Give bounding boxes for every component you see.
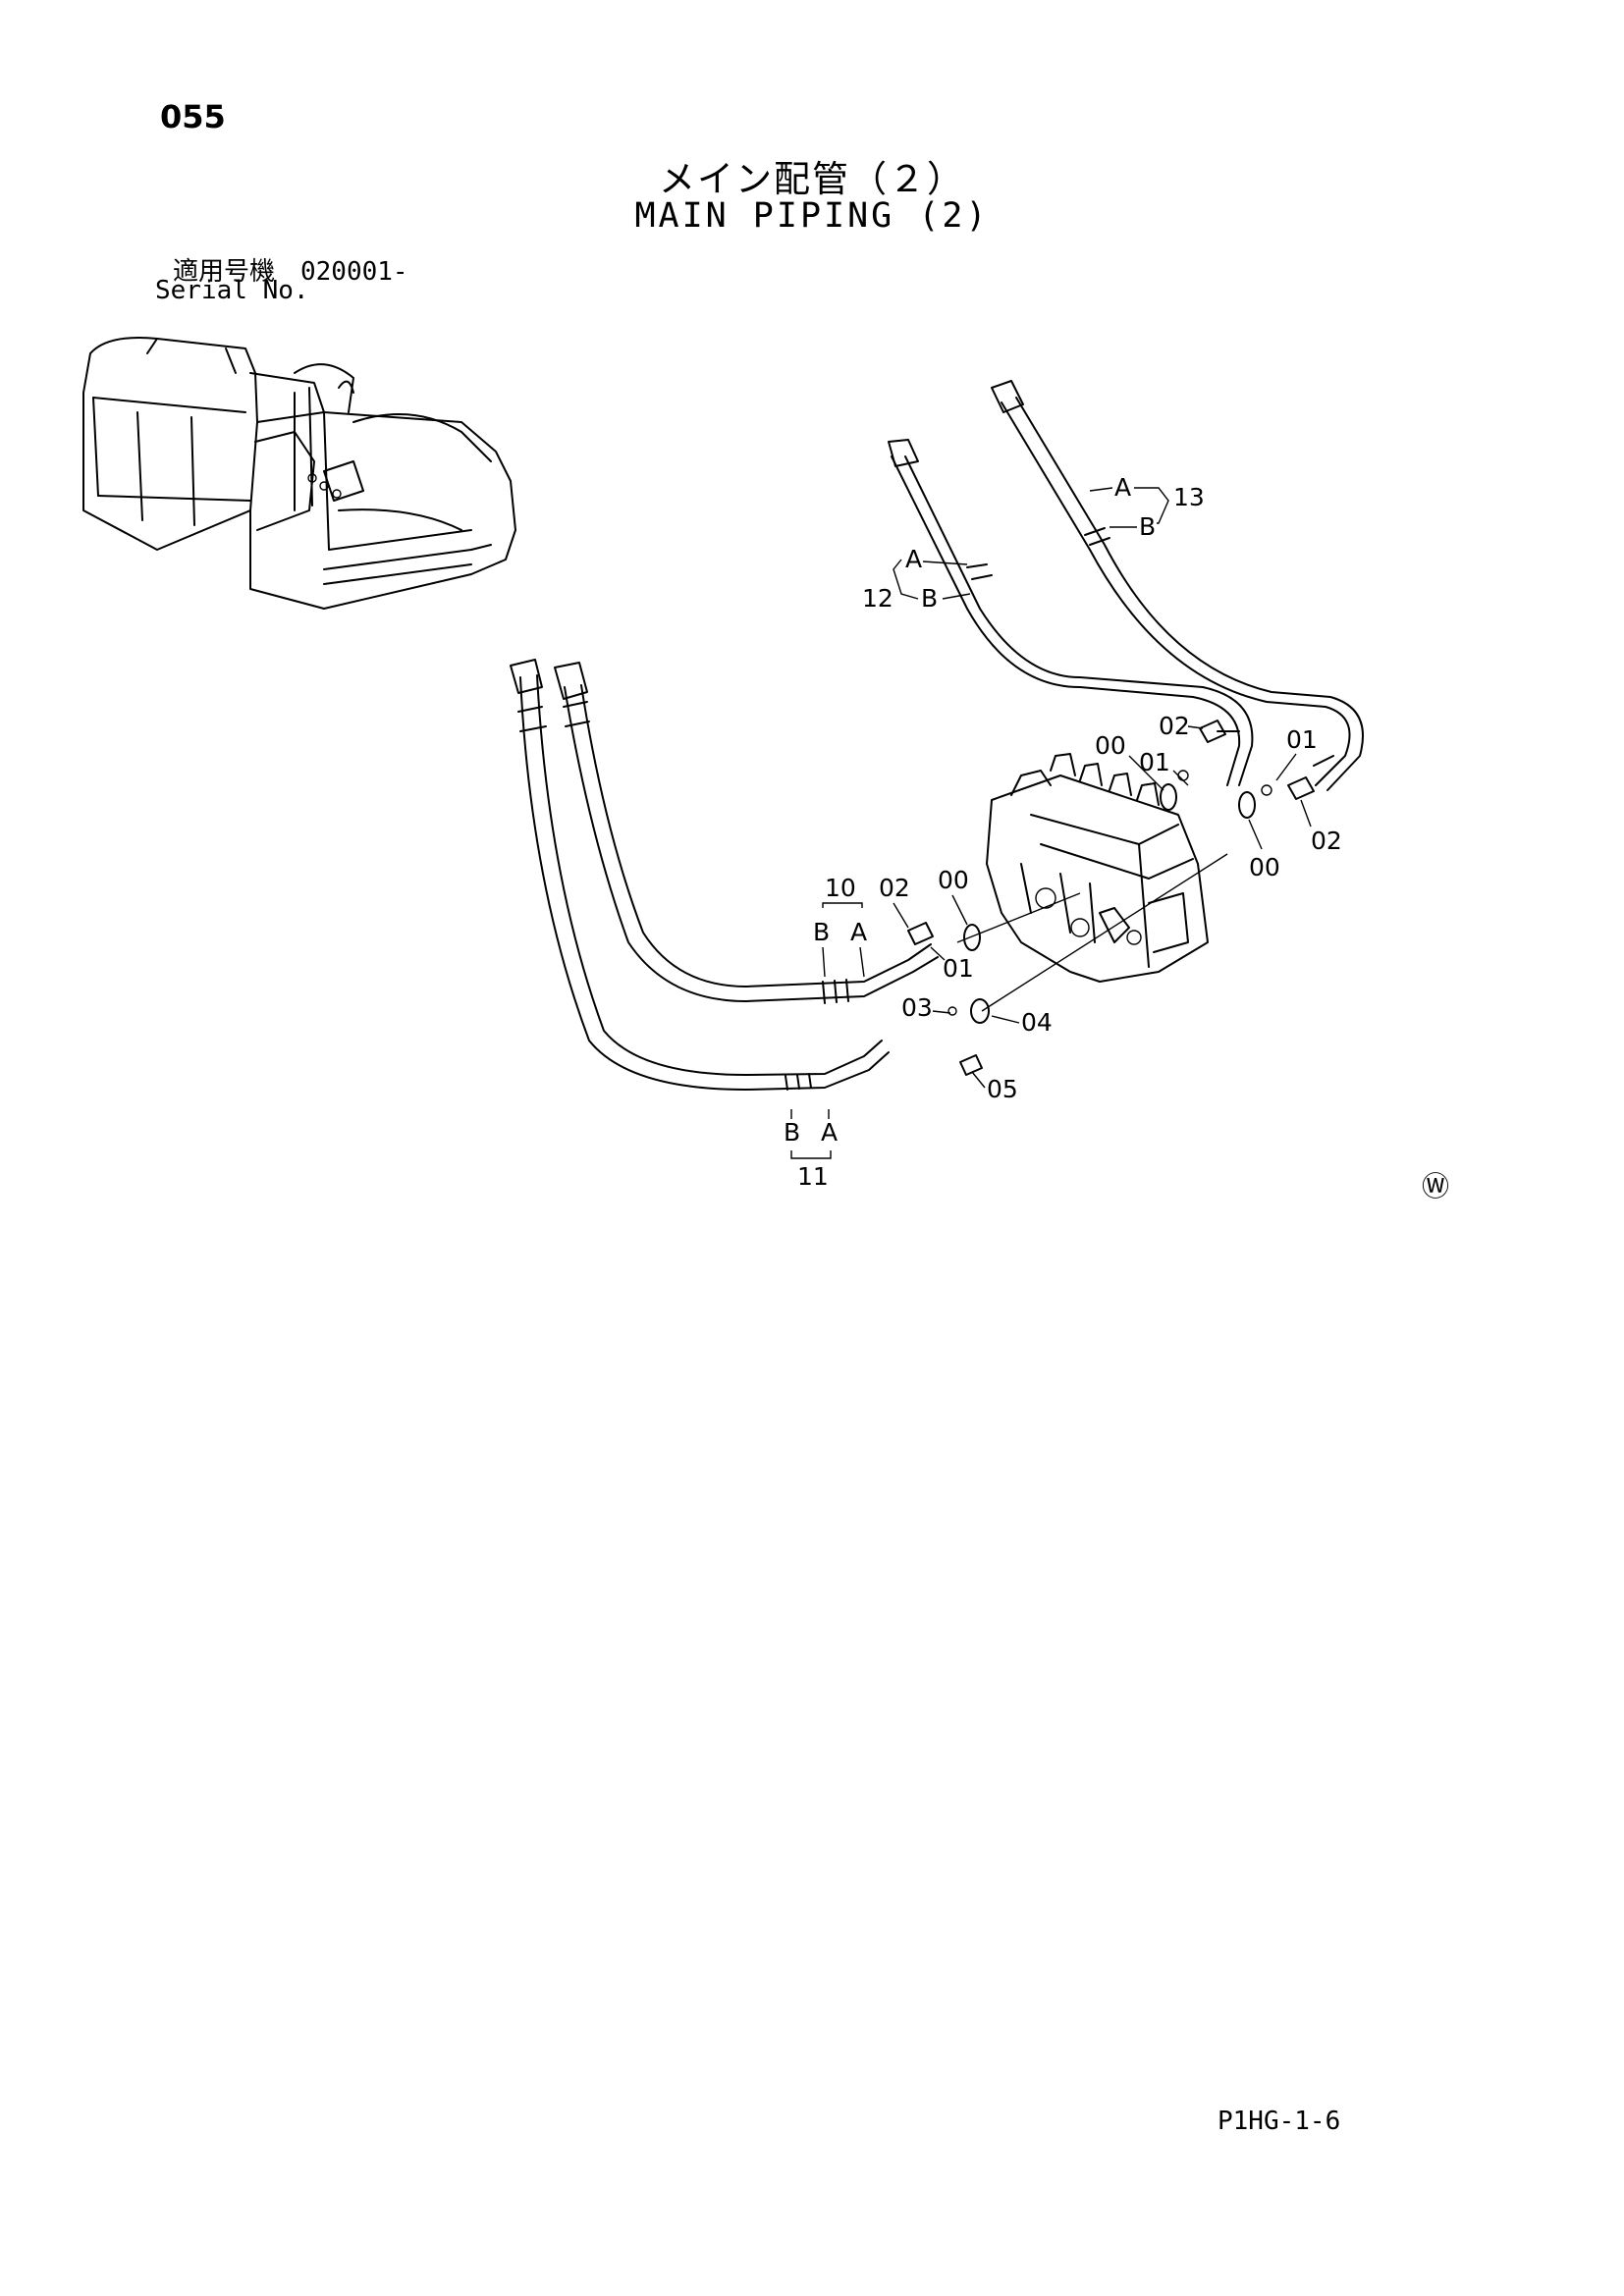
callout-00-top: 00 — [1095, 731, 1126, 760]
callout-group-13: A B 13 — [1089, 473, 1205, 541]
hose-10 — [554, 662, 939, 1004]
footer-page-code: P1HG-1-6 — [1218, 2107, 1341, 2136]
callout-11-a: A — [821, 1118, 838, 1147]
callout-group-lower: 03 04 05 — [901, 993, 1053, 1103]
serial-label-japanese: 適用号機 020001- — [173, 257, 408, 287]
callout-13: 13 — [1173, 483, 1205, 511]
control-valve-block — [986, 753, 1209, 983]
callout-10-b: B — [813, 918, 830, 946]
callout-group-top: 00 01 02 — [1095, 712, 1204, 791]
callout-12-b: B — [921, 584, 938, 613]
hose-12 — [888, 439, 1254, 786]
callout-00-right: 00 — [1249, 853, 1280, 881]
callout-03: 03 — [901, 993, 933, 1022]
callout-10-a: A — [850, 918, 867, 946]
flanges-and-bolts — [907, 720, 1315, 1076]
callout-04: 04 — [1021, 1008, 1053, 1037]
callout-00-mid: 00 — [938, 866, 969, 894]
callout-02-top: 02 — [1159, 712, 1190, 740]
callout-10: 10 — [825, 874, 856, 902]
page-title-japanese: メイン配管（２） — [659, 158, 965, 200]
callout-group-11: B A 11 — [784, 1109, 838, 1191]
callout-01-right: 01 — [1286, 725, 1318, 754]
callout-group-right: 01 02 00 — [1248, 725, 1342, 881]
callout-13-a: A — [1114, 473, 1131, 502]
callout-12: 12 — [862, 584, 893, 613]
callout-01-top: 01 — [1139, 748, 1170, 776]
excavator-overview-sketch — [82, 337, 516, 610]
hose-11 — [510, 659, 890, 1091]
callout-11-b: B — [784, 1118, 800, 1147]
callout-02-right: 02 — [1311, 827, 1342, 855]
watermark-symbol: Ⓦ — [1422, 1170, 1449, 1202]
callout-group-12: A B 12 — [862, 545, 971, 613]
callout-group-10: 10 B A — [813, 874, 867, 978]
serial-label-english: Serial No. — [155, 276, 309, 305]
page-title-english: MAIN PIPING (2) — [634, 196, 990, 236]
hose-13 — [991, 380, 1364, 791]
callout-13-b: B — [1139, 512, 1156, 541]
callout-11: 11 — [797, 1162, 829, 1191]
hose-end-fittings — [517, 701, 1334, 767]
callout-02-mid: 02 — [879, 874, 910, 902]
page-number: 055 — [160, 98, 226, 135]
callout-05: 05 — [987, 1075, 1018, 1103]
callout-group-mid: 02 00 01 — [879, 866, 974, 983]
callout-12-a: A — [905, 545, 922, 573]
callout-01-mid: 01 — [943, 954, 974, 983]
